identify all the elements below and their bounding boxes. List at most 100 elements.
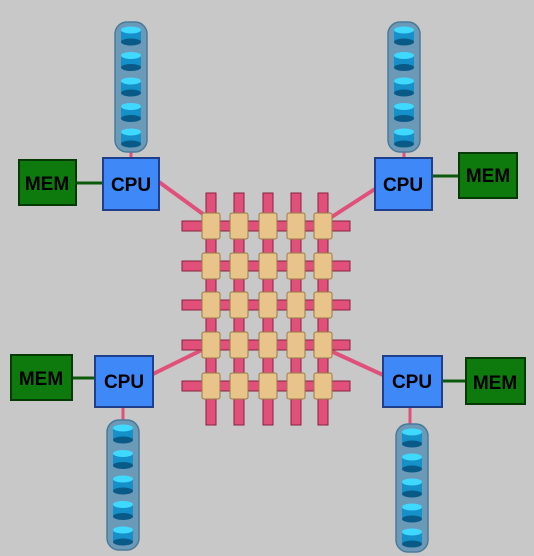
cpu-label-top-left: CPU [111, 175, 151, 196]
disk-band [113, 428, 133, 436]
disk-band [394, 30, 414, 38]
disk-bottom [113, 462, 133, 469]
switch-node-icon [229, 372, 249, 400]
disk-stack-icon [394, 77, 414, 97]
cpu-label-bottom-right: CPU [392, 372, 432, 393]
disk-top [394, 52, 414, 59]
disk-stack-icon [113, 424, 133, 444]
disk-bottom [121, 115, 141, 122]
node-bottom-right: CPU MEM [382, 355, 526, 408]
mem-box-bottom-left[interactable] [10, 354, 73, 401]
disk-bottom [121, 140, 141, 148]
disk-band [402, 532, 422, 540]
disk-stack-icon [121, 26, 141, 46]
disk-stack-icon [121, 77, 141, 97]
node-top-left: MEM CPU [18, 157, 160, 211]
disk-stack-icon [121, 52, 141, 71]
switch-node-icon [258, 372, 278, 400]
disk-top [121, 52, 141, 59]
disk-stack-top-left [114, 21, 148, 153]
disk-bottom [402, 515, 422, 523]
mem-label-bottom-left: MEM [19, 369, 63, 390]
cpu-label-bottom-left: CPU [104, 372, 144, 393]
disk-stack-icon [402, 428, 422, 448]
mem-label-top-right: MEM [466, 166, 510, 187]
disk-top [113, 501, 133, 508]
cpu-box-bottom-right[interactable] [382, 355, 443, 408]
disk-band [113, 530, 133, 538]
cpu-box-bottom-left[interactable] [94, 355, 154, 408]
mem-label-bottom-right: MEM [473, 373, 517, 394]
disk-stack-icon [394, 52, 414, 71]
disk-stacks [106, 21, 429, 553]
disk-top [113, 526, 133, 534]
disk-band [394, 81, 414, 89]
disk-stack-icon [121, 128, 141, 148]
disk-band [394, 106, 414, 114]
disk-band [121, 106, 141, 114]
mem-box-top-left[interactable] [18, 159, 77, 206]
disk-band [121, 55, 141, 63]
disk-stack-icon [402, 453, 422, 473]
switch-node-icon [286, 331, 306, 359]
disk-band [394, 55, 414, 63]
switch-node-icon [313, 291, 333, 319]
disk-bottom [113, 487, 133, 495]
node-top-right: CPU MEM [374, 152, 518, 211]
disk-stack-icon [394, 26, 414, 46]
disk-stack-bottom-right [395, 423, 429, 553]
cpu-box-top-right[interactable] [374, 157, 433, 211]
disk-bottom [402, 490, 422, 498]
disk-top [402, 453, 422, 461]
disk-top [394, 103, 414, 110]
disk-bottom [394, 115, 414, 122]
switch-node-icon [201, 212, 221, 240]
mem-box-top-right[interactable] [458, 152, 518, 199]
disk-top [394, 128, 414, 136]
switch-node-icon [258, 252, 278, 280]
switch-node-icon [201, 291, 221, 319]
switch-node-icon [313, 372, 333, 400]
disk-band [121, 30, 141, 38]
switch-node-icon [229, 252, 249, 280]
disk-bottom [113, 513, 133, 520]
disk-top [402, 528, 422, 536]
disk-top [402, 428, 422, 436]
switch-node-icon [229, 212, 249, 240]
disk-stack-top-right [387, 21, 421, 153]
disk-stack-icon [113, 475, 133, 495]
disk-stack-icon [121, 103, 141, 122]
disk-stack-bottom-left [106, 419, 140, 551]
switch-node-icon [201, 252, 221, 280]
switch-node-icon [258, 331, 278, 359]
switch-node-icon [286, 252, 306, 280]
disk-band [402, 432, 422, 440]
disk-top [113, 475, 133, 483]
disk-top [121, 128, 141, 136]
disk-band [113, 504, 133, 512]
cpu-label-top-right: CPU [383, 175, 423, 196]
disk-stack-icon [402, 503, 422, 523]
switch-node-icon [313, 212, 333, 240]
mem-box-bottom-right[interactable] [465, 357, 526, 405]
disk-bottom [402, 540, 422, 548]
disk-bottom [394, 89, 414, 97]
disk-top [113, 424, 133, 432]
disk-top [402, 478, 422, 486]
switch-node-icon [286, 372, 306, 400]
switch-node-icon [229, 291, 249, 319]
disk-top [113, 450, 133, 457]
disk-top [121, 77, 141, 85]
disk-bottom [121, 38, 141, 46]
disk-bottom [113, 436, 133, 444]
crossbar-switch [181, 192, 351, 426]
cpu-box-top-left[interactable] [102, 157, 160, 211]
disk-top [394, 26, 414, 34]
disk-top [121, 103, 141, 110]
disk-stack-icon [402, 528, 422, 548]
disk-stack-icon [113, 526, 133, 546]
disk-bottom [394, 64, 414, 71]
switch-node-icon [286, 212, 306, 240]
disk-bottom [113, 538, 133, 546]
disk-top [402, 503, 422, 511]
